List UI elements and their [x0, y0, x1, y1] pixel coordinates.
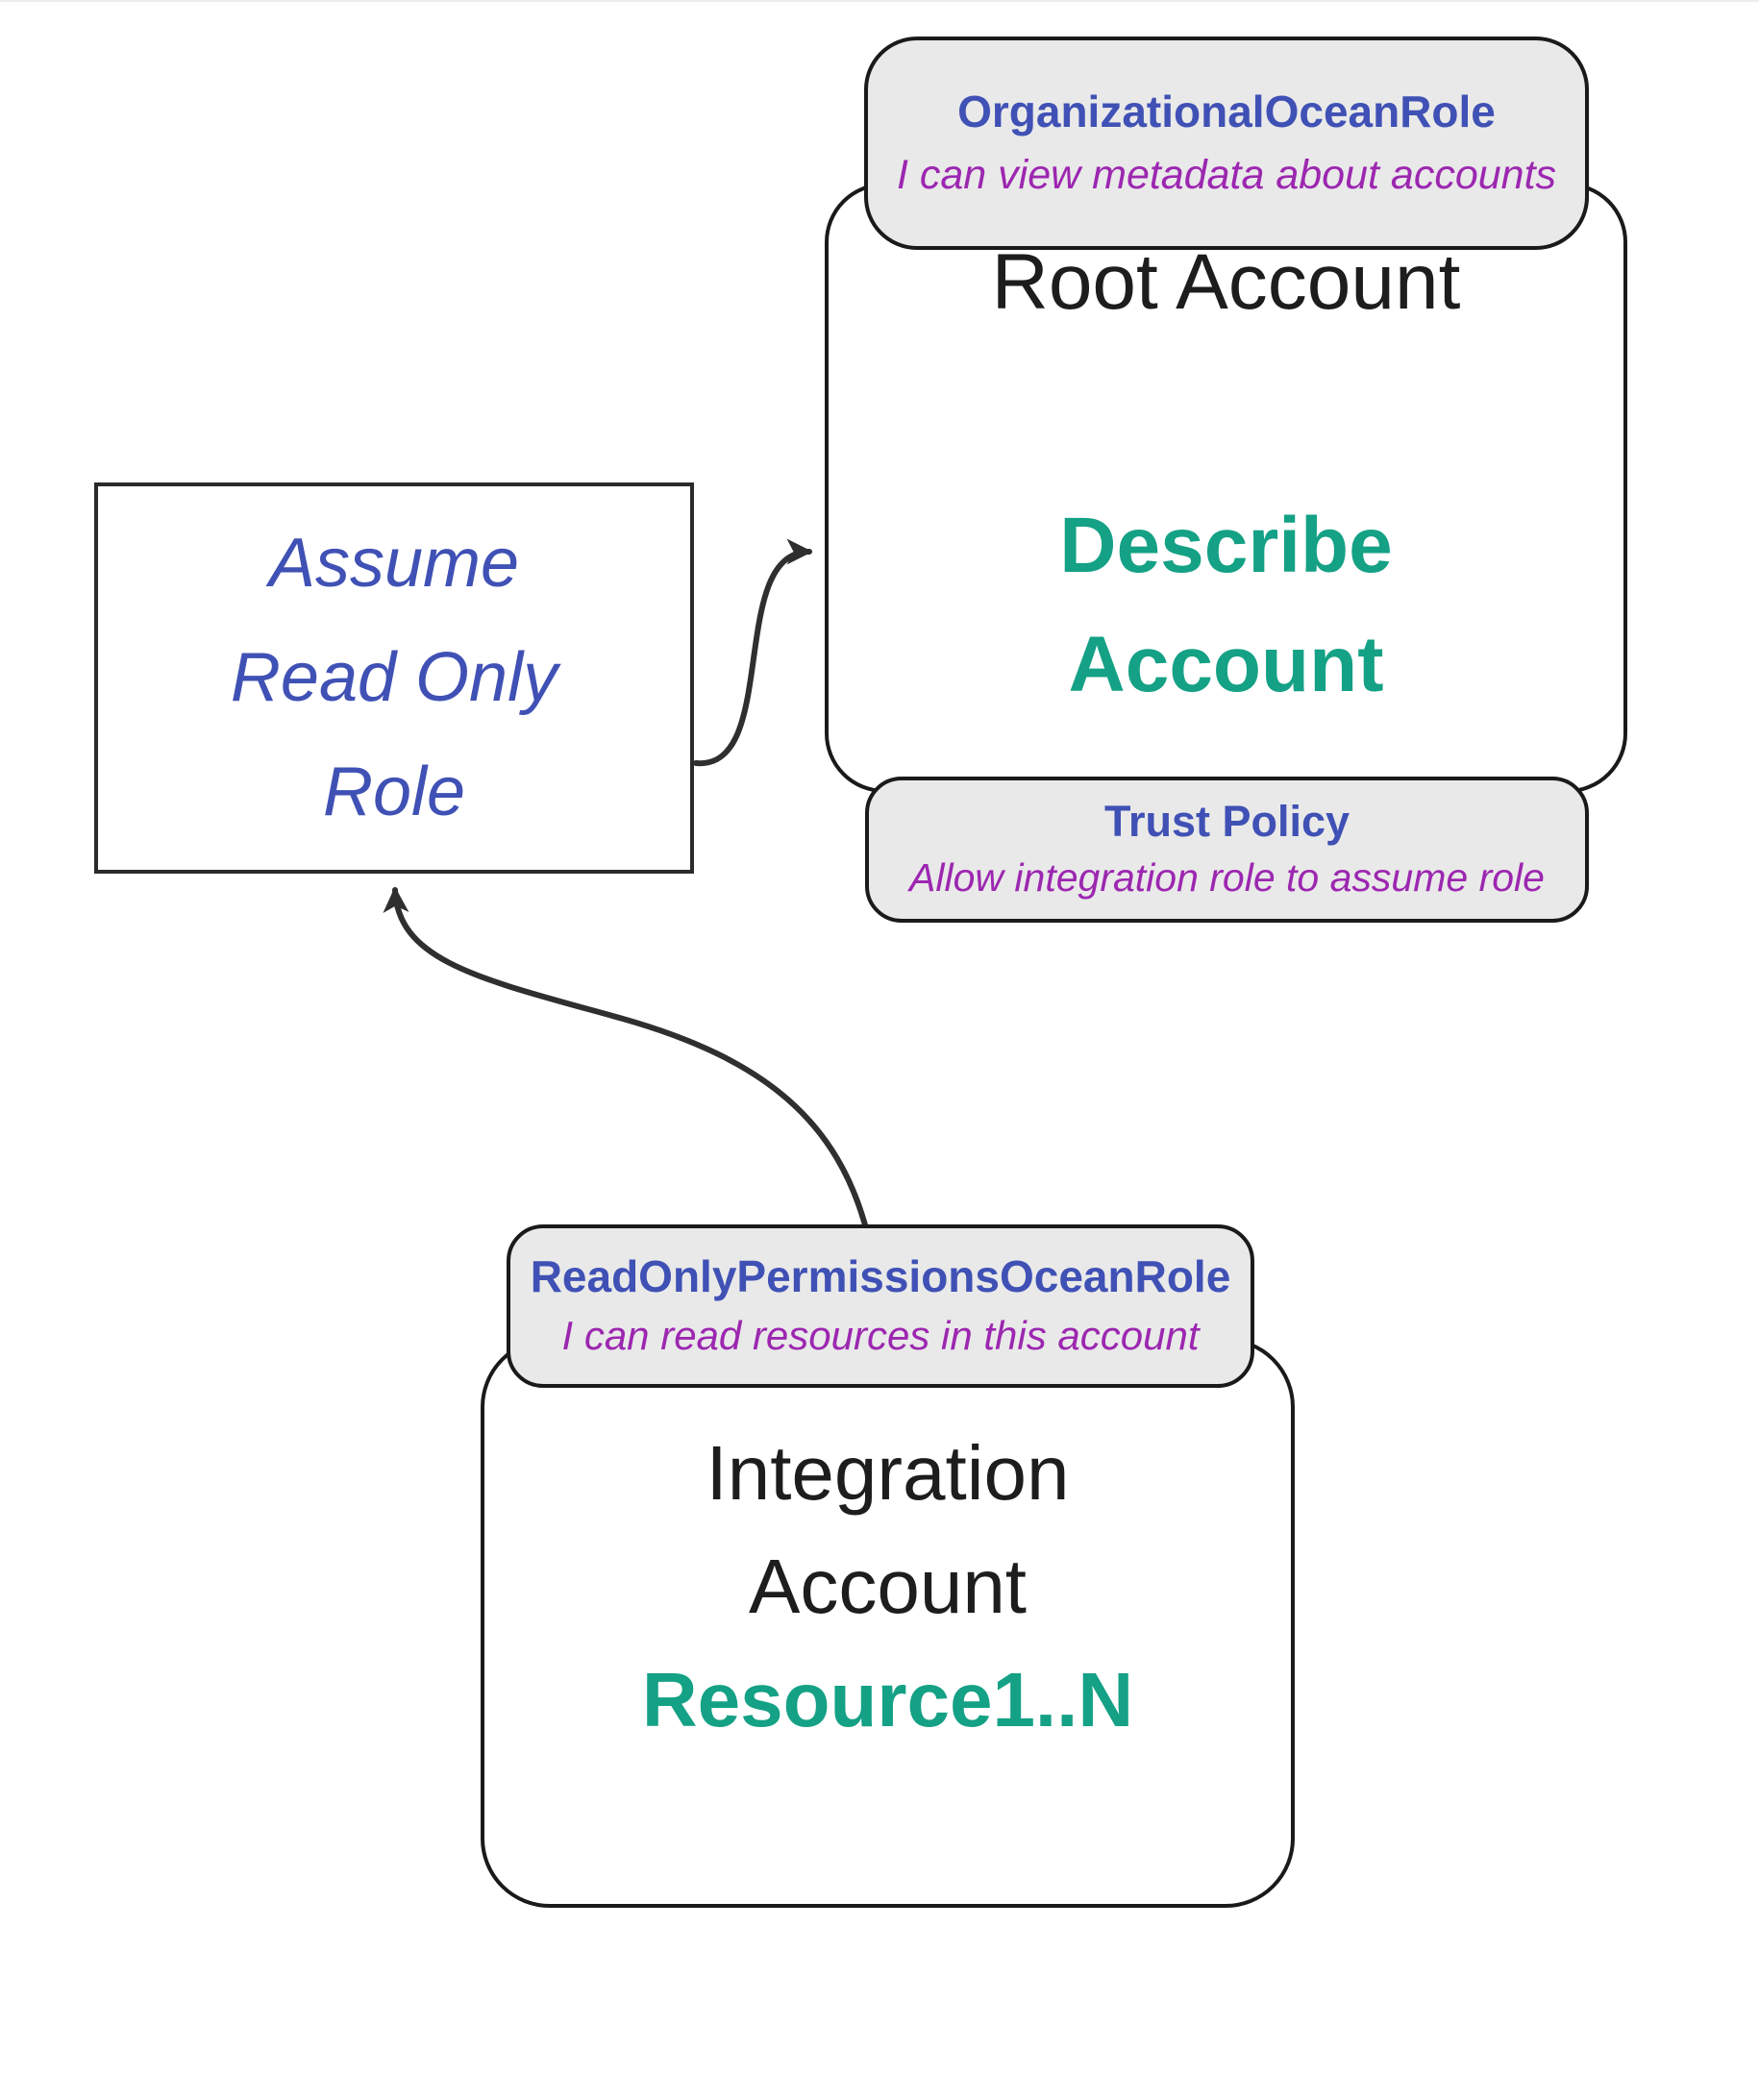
- organizational-ocean-role-title: OrganizationalOceanRole: [957, 86, 1496, 136]
- integration-account-box: Integration Account Resource1..N: [481, 1338, 1295, 1908]
- integration-account-title: Integration Account Resource1..N: [484, 1417, 1291, 1757]
- assume-role-line1: Assume: [268, 525, 520, 602]
- assume-role-line2: Read Only: [230, 639, 558, 716]
- integration-account-title-line1: Integration: [706, 1430, 1070, 1516]
- arrow-readonly-role-to-assume-box: [383, 886, 870, 1235]
- describe-account-line2: Account: [1068, 621, 1384, 708]
- arrow-assume-role-to-root-account: [693, 538, 813, 767]
- describe-account-label: Describe Account: [829, 486, 1623, 725]
- integration-account-title-line2: Account: [748, 1544, 1028, 1629]
- read-only-permissions-title: ReadOnlyPermissionsOceanRole: [530, 1251, 1231, 1301]
- root-account-title: Root Account: [991, 238, 1461, 326]
- assume-read-only-role-box: Assume Read Only Role: [94, 482, 694, 874]
- assume-role-line3: Role: [322, 754, 466, 830]
- organizational-ocean-role-badge: OrganizationalOceanRole I can view metad…: [864, 37, 1589, 250]
- trust-policy-badge: Trust Policy Allow integration role to a…: [865, 777, 1589, 923]
- organizational-ocean-role-subtitle: I can view metadata about accounts: [896, 152, 1557, 198]
- trust-policy-subtitle: Allow integration role to assume role: [909, 855, 1545, 900]
- read-only-permissions-subtitle: I can read resources in this account: [561, 1313, 1200, 1358]
- describe-account-line1: Describe: [1059, 502, 1393, 589]
- read-only-permissions-ocean-role-badge: ReadOnlyPermissionsOceanRole I can read …: [507, 1224, 1254, 1388]
- trust-policy-title: Trust Policy: [1103, 797, 1350, 846]
- resource-range-label: Resource1..N: [641, 1657, 1134, 1742]
- root-account-box: Root Account Describe Account: [825, 183, 1627, 793]
